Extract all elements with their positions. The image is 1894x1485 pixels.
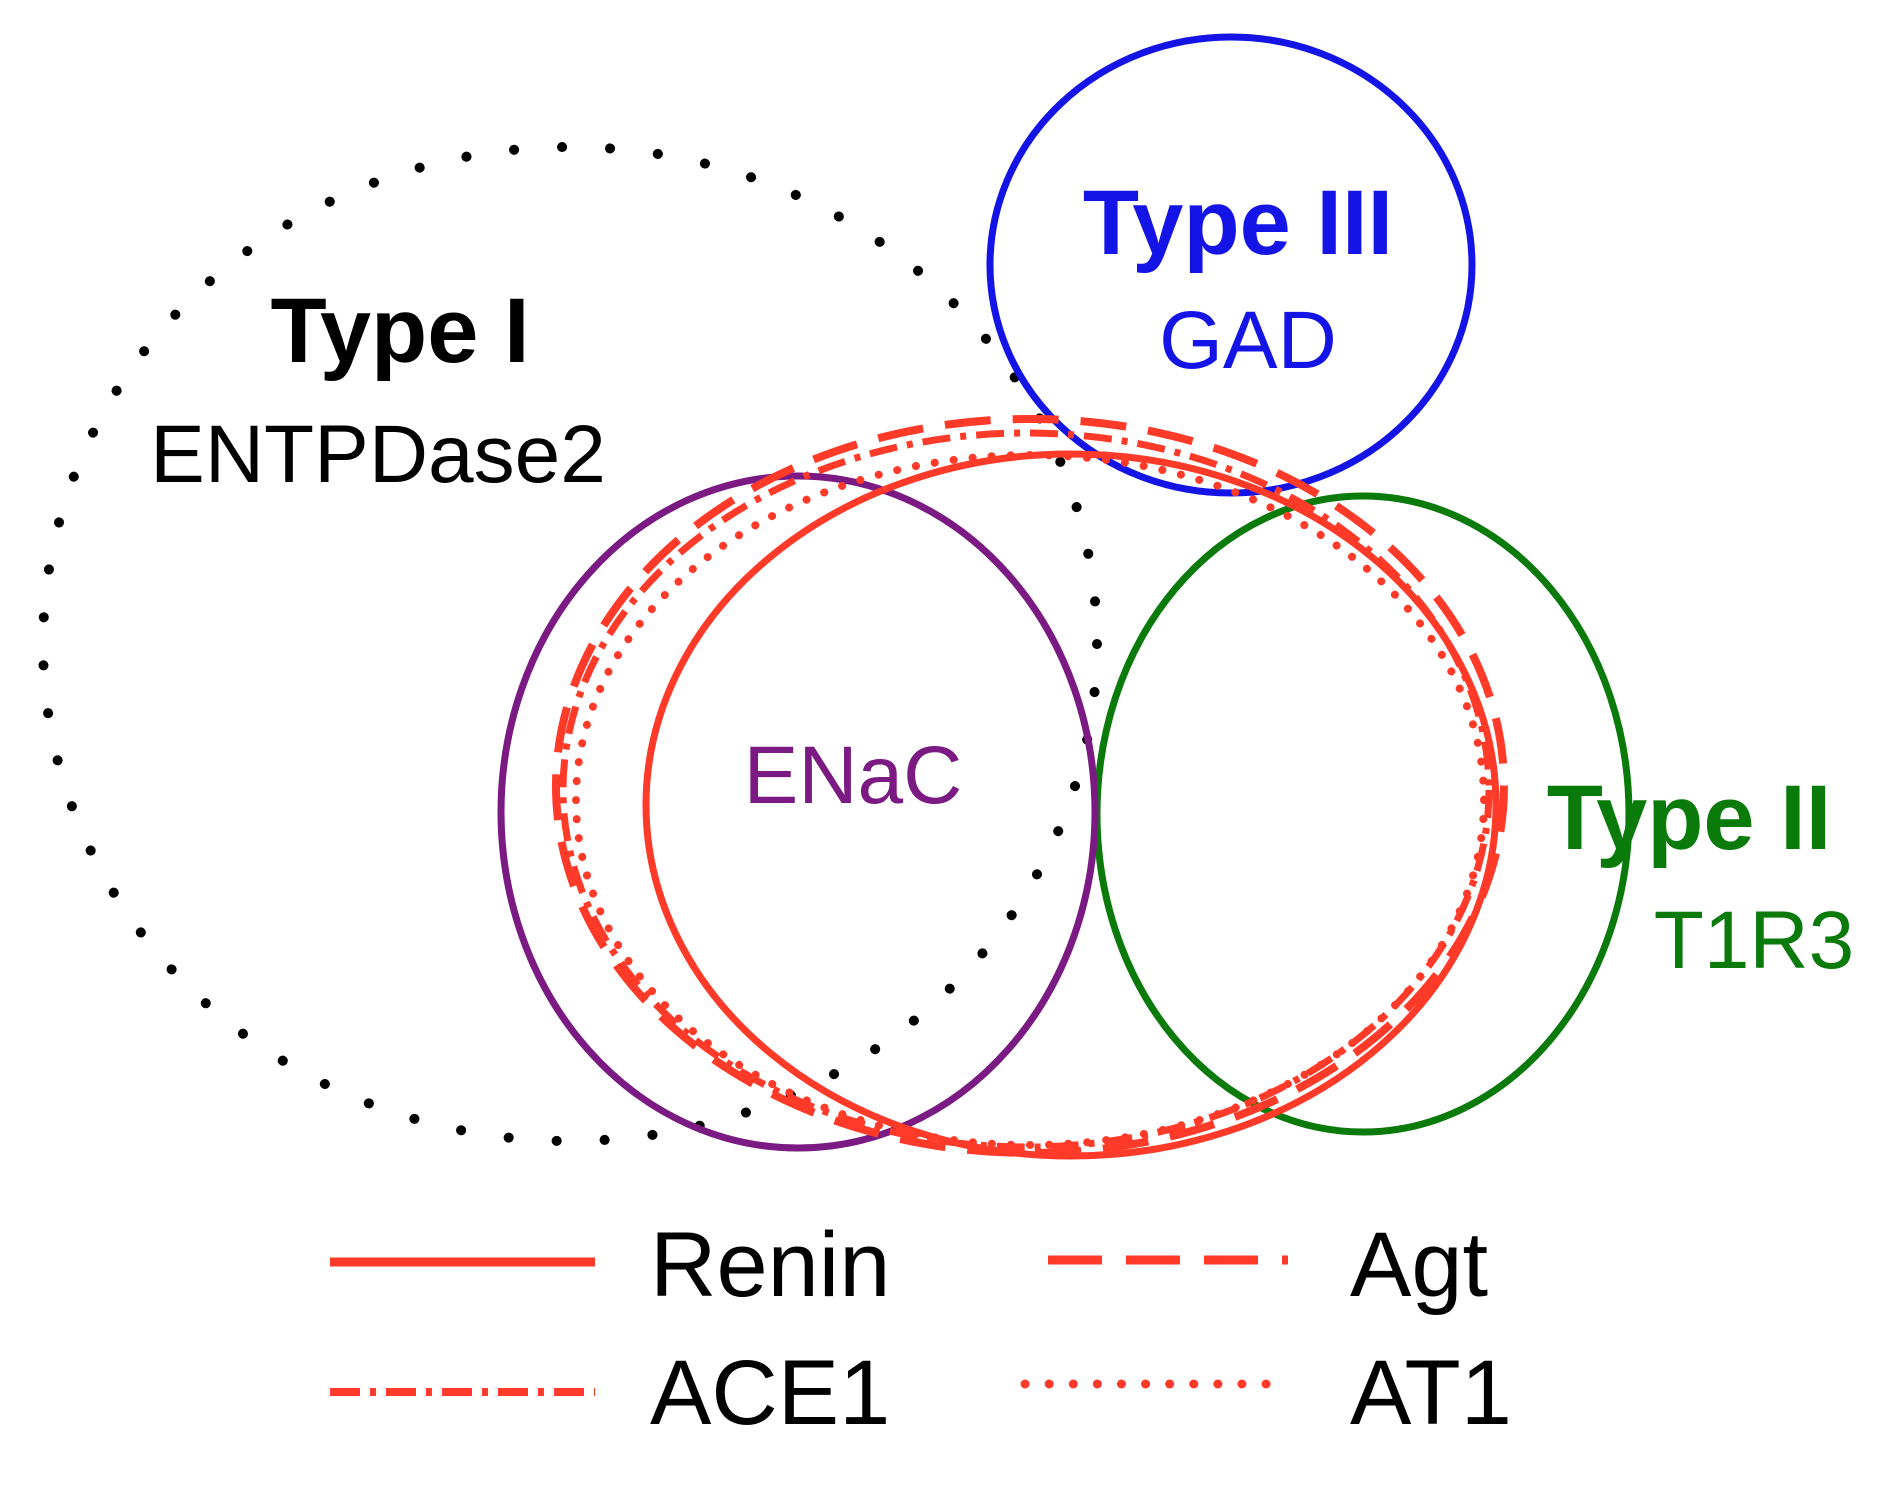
agt-ellipse: [552, 415, 1508, 1157]
renin-ellipse: [642, 450, 1500, 1160]
ace1-ellipse: [559, 429, 1493, 1151]
enac-label: ENaC: [744, 730, 963, 821]
enac-ellipse: [497, 472, 1099, 1152]
type-ii-title: Type II: [1547, 767, 1832, 869]
type-iii-marker: GAD: [1159, 295, 1337, 386]
at1-ellipse: [572, 451, 1488, 1149]
type-i-ellipse: [38, 142, 1102, 1146]
type-i-marker: ENTPDase2: [150, 409, 606, 500]
legend-at1-label: AT1: [1350, 1342, 1512, 1444]
type-iii-title: Type III: [1083, 172, 1393, 274]
legend-ace1-label: ACE1: [650, 1342, 890, 1444]
type-iii-circle: [986, 33, 1476, 497]
type-i-title: Type I: [270, 280, 529, 382]
legend: Renin Agt ACE1 AT1: [330, 1214, 1512, 1444]
type-ii-marker: T1R3: [1654, 895, 1855, 986]
legend-renin-label: Renin: [650, 1214, 890, 1316]
legend-agt-label: Agt: [1350, 1214, 1488, 1316]
